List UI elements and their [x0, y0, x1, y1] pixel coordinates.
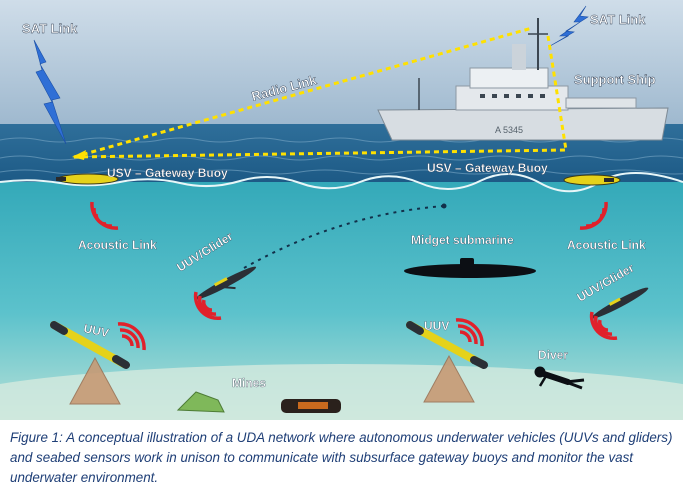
glider-left [195, 266, 257, 300]
support-ship-label: Support Ship [574, 72, 656, 87]
uuv-left [50, 321, 130, 369]
figure-caption: Figure 1: A conceptual illustration of a… [10, 430, 673, 485]
acoustic-signal-uuv-right-icon [455, 318, 484, 347]
sensor-cone-left [69, 356, 121, 405]
sat-link-left-label: SAT Link [22, 21, 78, 36]
acoustic-left-label: Acoustic Link [78, 238, 157, 252]
buoy-link-path [73, 148, 567, 159]
water-line [0, 172, 683, 193]
ship-hull-number: A 5345 [495, 125, 523, 135]
acoustic-signal-glider-right-icon [589, 311, 618, 341]
uda-network-illustration: A 5345 Support Ship SAT Link SAT Link Ra… [0, 0, 683, 420]
acoustic-signal-uuv-left-icon [117, 322, 146, 351]
uuv-left-label: UUV [82, 321, 110, 340]
arrowhead-left-icon [72, 150, 86, 160]
sat-link-right-label: SAT Link [590, 12, 646, 27]
sensor-cone-right [423, 354, 475, 403]
seabed-sand [0, 364, 683, 420]
glider-right [591, 287, 649, 319]
acoustic-signal-glider-left-icon [193, 291, 222, 321]
diver-label: Diver [538, 348, 568, 362]
acoustic-signal-right-icon [579, 201, 608, 230]
glider-trajectory [243, 205, 445, 269]
usv-buoy-left [56, 173, 119, 185]
radio-link-path [73, 26, 533, 159]
lightning-left-icon [33, 39, 67, 145]
ship-link-path [546, 35, 568, 151]
uuv-right-label: UUV [424, 319, 449, 333]
usv-buoy-right [563, 174, 621, 186]
midget-submarine-label: Midget submarine [411, 233, 514, 247]
radio-link-lines [73, 26, 568, 159]
diver-icon [534, 366, 585, 390]
mines-label: Mines [232, 376, 266, 390]
usv-right-label: USV – Gateway Buoy [427, 161, 548, 175]
mine-green [176, 391, 225, 413]
usv-left-label: USV – Gateway Buoy [107, 166, 228, 180]
support-ship: A 5345 [377, 18, 669, 141]
uuv-right [406, 321, 488, 369]
midget-submarine [404, 258, 536, 278]
mine-cylinder [281, 399, 341, 413]
acoustic-signal-left-icon [90, 201, 119, 230]
acoustic-right-label: Acoustic Link [567, 238, 646, 252]
